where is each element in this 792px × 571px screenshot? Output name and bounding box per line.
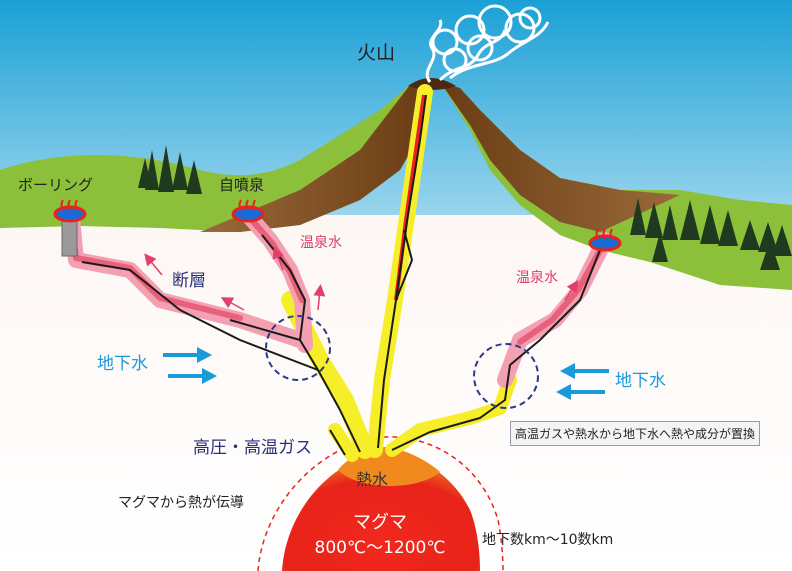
boring-well [61, 217, 78, 257]
natural-spring-label: 自噴泉 [219, 176, 265, 194]
hot-spring-water-label-left: 温泉水 [300, 235, 342, 251]
depth-label: 地下数km〜10数km [482, 532, 614, 548]
heat-conduction-label: マグマから熱が伝導 [118, 495, 244, 511]
steam-plume-icon [425, 4, 550, 83]
hot-spring-icon [231, 199, 265, 223]
boring-label: ボーリング [18, 176, 94, 194]
magma-temperature-label: 800℃〜1200℃ [314, 538, 446, 558]
left-slope-soil [200, 80, 430, 232]
exchange-zone-left [265, 315, 331, 381]
arrow-icon [163, 347, 609, 400]
groundwater-label-right: 地下水 [615, 371, 666, 391]
exchange-zone-right [473, 343, 539, 409]
fault-label: 断層 [172, 271, 206, 291]
magma-chamber [282, 453, 480, 571]
hot-spring-water-label-right: 温泉水 [516, 270, 558, 286]
groundwater-label-left: 地下水 [97, 354, 148, 374]
hot-spring-icon [588, 228, 622, 252]
fissures [81, 94, 601, 456]
tree-icon [138, 145, 202, 194]
volcano-label: 火山 [357, 42, 396, 64]
tree-icon [630, 198, 792, 270]
magma-label: マグマ [353, 512, 407, 533]
hot-spring-icon [53, 199, 87, 223]
high-pressure-gas-label: 高圧・高温ガス [193, 438, 312, 458]
exchange-note: 高温ガスや熱水から地下水へ熱や成分が置換 [510, 421, 761, 446]
arrow-icon [144, 246, 579, 311]
hot-water-label: 熱水 [356, 470, 389, 489]
right-slope-soil [440, 82, 680, 232]
